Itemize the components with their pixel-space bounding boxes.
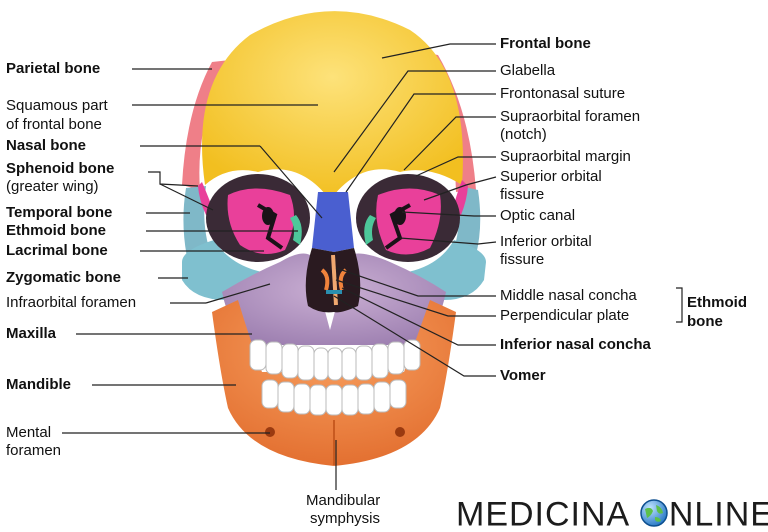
label-temporal-bone: Temporal bone (6, 204, 113, 221)
label-ethmoid-group-line1: Ethmoid (687, 294, 747, 311)
label-mental-foramen-line1: Mental (6, 424, 52, 441)
orbit-left-sphenoid (227, 188, 294, 254)
watermark-text-2: NLINE (668, 495, 768, 532)
label-ethmoid-group-line2: bone (687, 313, 723, 330)
label-sphenoid-bone: Sphenoid bone (6, 160, 115, 177)
label-inferior-orbital-fissure-line1: Inferior orbital (500, 233, 592, 250)
label-ethmoid-bone: Ethmoid bone (6, 222, 106, 239)
label-perpendicular-plate: Perpendicular plate (500, 307, 630, 324)
label-supraorbital-foramen-line1: Supraorbital foramen (500, 108, 641, 125)
nasal-bones (312, 192, 354, 252)
watermark-text-1: MEDICINA (456, 495, 639, 532)
label-supraorbital-margin: Supraorbital margin (500, 148, 631, 165)
label-vomer: Vomer (500, 367, 546, 384)
label-mandibular-symphysis-line2: symphysis (310, 510, 381, 527)
label-mental-foramen-line2: foramen (6, 442, 62, 459)
label-optic-canal: Optic canal (500, 207, 576, 224)
mandible (212, 300, 456, 466)
mental-foramen-left (265, 427, 275, 437)
label-lacrimal-bone: Lacrimal bone (6, 242, 108, 259)
label-glabella: Glabella (500, 62, 556, 79)
label-mandibular-symphysis-line1: Mandibular (306, 492, 381, 509)
leader-lines (62, 43, 683, 490)
label-mandible: Mandible (6, 376, 72, 393)
lacrimal-left (290, 215, 302, 245)
mental-foramen-right (395, 427, 405, 437)
orbit-right-sphenoid (376, 188, 441, 255)
label-inferior-nasal-concha: Inferior nasal concha (500, 336, 651, 353)
parietal-bone-left (182, 60, 230, 190)
label-sphenoid-greater-wing: (greater wing) (6, 178, 99, 195)
label-squamous-part-line1: Squamous part (6, 97, 108, 114)
label-maxilla: Maxilla (6, 325, 57, 342)
label-infraorbital-foramen: Infraorbital foramen (6, 294, 137, 311)
maxilla (222, 253, 446, 345)
label-frontonasal-suture: Frontonasal suture (500, 85, 626, 102)
label-supraorbital-foramen-line2: (notch) (500, 126, 547, 143)
label-zygomatic-bone: Zygomatic bone (6, 269, 122, 286)
label-superior-orbital-fissure-line2: fissure (500, 186, 545, 203)
teeth (249, 339, 421, 416)
globe-icon (640, 499, 668, 527)
label-inferior-orbital-fissure-line2: fissure (500, 251, 545, 268)
label-frontal-bone: Frontal bone (500, 35, 591, 52)
label-superior-orbital-fissure-line1: Superior orbital (500, 168, 602, 185)
label-nasal-bone: Nasal bone (6, 137, 87, 154)
label-middle-nasal-concha: Middle nasal concha (500, 287, 637, 304)
lacrimal-right (364, 215, 376, 245)
label-squamous-part-line2: of frontal bone (6, 116, 102, 133)
frontal-bone (202, 11, 463, 201)
label-parietal-bone: Parietal bone (6, 60, 101, 77)
watermark: MEDICINA NLINE (456, 494, 768, 532)
